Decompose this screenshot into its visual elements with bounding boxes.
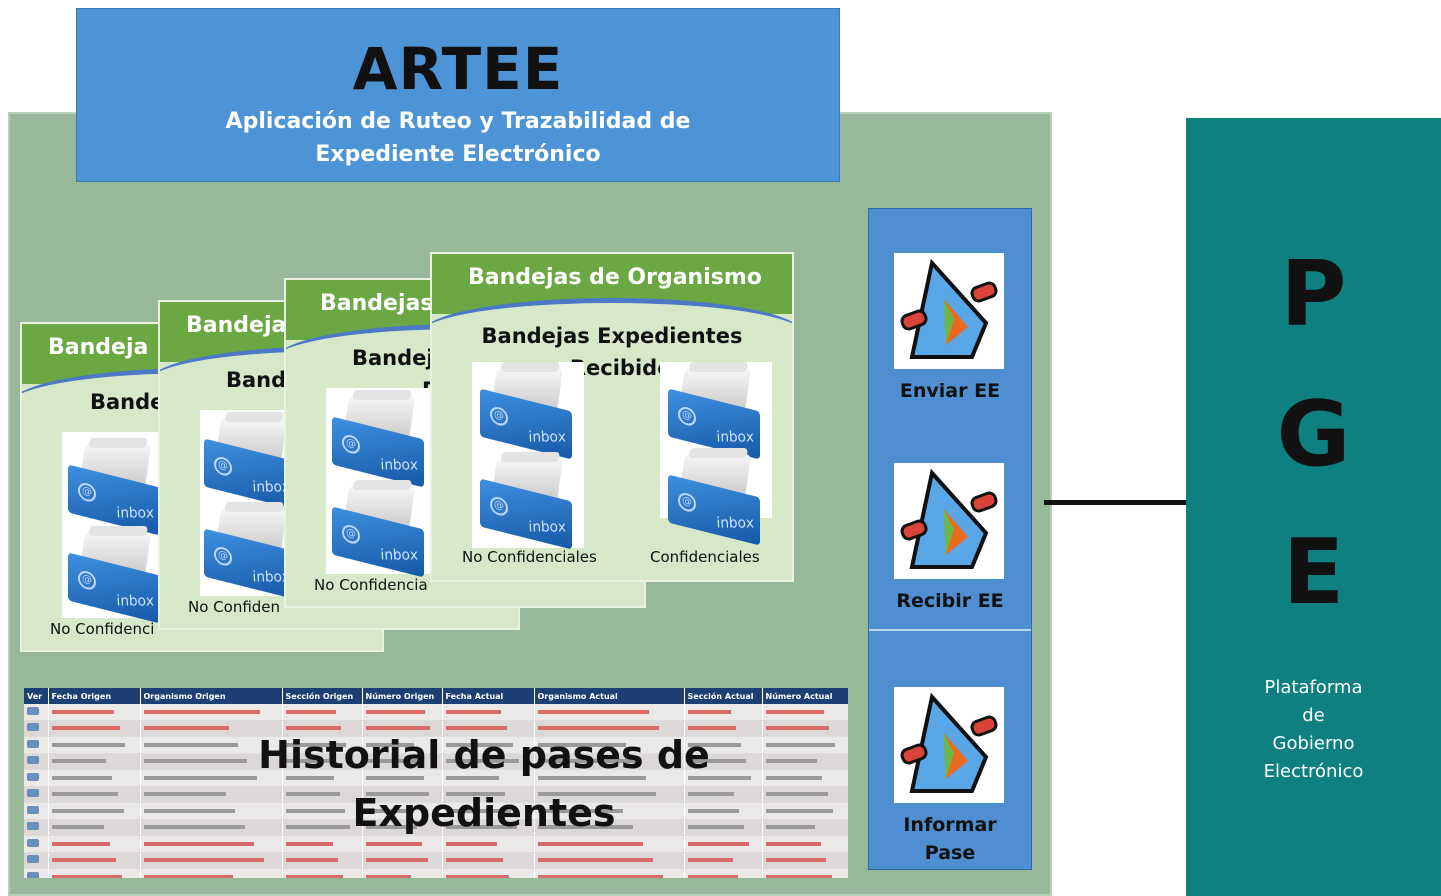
inbox-icon: @inbox: [204, 508, 296, 600]
view-icon[interactable]: [27, 723, 39, 732]
view-icon[interactable]: [27, 772, 39, 781]
tray-label-confidenciales: Confidenciales: [650, 548, 760, 566]
table-row: [24, 802, 848, 820]
inbox-icon: @inbox: [204, 418, 296, 510]
tray-column-confidenciales: @inbox @inbox: [660, 362, 772, 546]
pge-letter-g: G: [1276, 382, 1351, 487]
tray-label-no-confidenciales: No Confidencia: [314, 576, 428, 594]
op-label: Informar Pase: [903, 814, 997, 864]
tray-label-no-confidenciales: No Confidenci: [50, 620, 155, 638]
inbox-icon: @inbox: [668, 454, 760, 546]
tray-label-no-confidenciales: No Confidenciales: [462, 548, 597, 566]
pge-subtitle: Plataforma de Gobierno Electrónico: [1263, 677, 1364, 782]
table-row: [24, 786, 848, 803]
view-icon[interactable]: [27, 756, 39, 765]
history-title: Historial de pases de Expedientes: [258, 733, 710, 835]
tray-card-subtitle: Bandej: [352, 346, 434, 370]
tray-column-no-confidenciales: @inbox @inbox: [472, 362, 584, 550]
inbox-icon: @inbox: [332, 486, 424, 578]
view-icon[interactable]: [27, 805, 39, 814]
connector-line: [1044, 500, 1190, 505]
table-row: [24, 835, 848, 853]
view-icon[interactable]: [27, 871, 39, 878]
table-row: [24, 736, 848, 754]
pge-letter-p: P: [1280, 242, 1347, 347]
view-icon[interactable]: [27, 789, 39, 798]
table-row: [24, 769, 848, 787]
inbox-icon: @inbox: [480, 368, 572, 460]
service-icon: [894, 463, 1004, 579]
pge-panel: P G E Plataforma de Gobierno Electrónico: [1186, 118, 1441, 896]
pge-letter-e: E: [1282, 520, 1345, 625]
tray-card-subtitle: Bande: [90, 390, 165, 414]
table-row: [24, 720, 848, 737]
op-label: Recibir EE: [896, 590, 1004, 612]
tray-card-subtitle: Band: [226, 368, 287, 392]
operations-panel: Enviar EE Recibir EE Informar: [868, 208, 1032, 870]
history-table: Ver Fecha Origen Organismo Origen Secció…: [24, 688, 848, 878]
inbox-icon: @inbox: [332, 396, 424, 488]
service-icon: [894, 687, 1004, 803]
inbox-icon: @inbox: [480, 458, 572, 550]
view-icon[interactable]: [27, 838, 39, 847]
op-label: Enviar EE: [899, 380, 1001, 402]
tray-label-no-confidenciales: No Confiden: [188, 598, 281, 616]
table-row: [24, 753, 848, 770]
inbox-icon: @inbox: [668, 368, 760, 460]
operations-divider: [869, 629, 1031, 631]
table-row: [24, 704, 848, 721]
inbox-icon: @inbox: [68, 532, 160, 624]
view-icon[interactable]: [27, 822, 39, 831]
view-icon[interactable]: [27, 739, 39, 748]
table-row: [24, 852, 848, 869]
tray-card-organismo: Bandejas de Organismo Bandejas Expedient…: [430, 252, 794, 582]
service-icon: [894, 253, 1004, 369]
table-row: [24, 868, 848, 878]
app-subtitle: Aplicación de Ruteo y Trazabilidad de Ex…: [225, 109, 691, 167]
history-table-header: Ver Fecha Origen Organismo Origen Secció…: [24, 688, 848, 704]
inbox-icon: @inbox: [68, 444, 160, 536]
artee-title-box: ARTEE Aplicación de Ruteo y Trazabilidad…: [76, 8, 840, 182]
app-title: ARTEE: [352, 35, 564, 103]
table-row: [24, 819, 848, 836]
view-icon[interactable]: [27, 706, 39, 715]
view-icon[interactable]: [27, 855, 39, 864]
